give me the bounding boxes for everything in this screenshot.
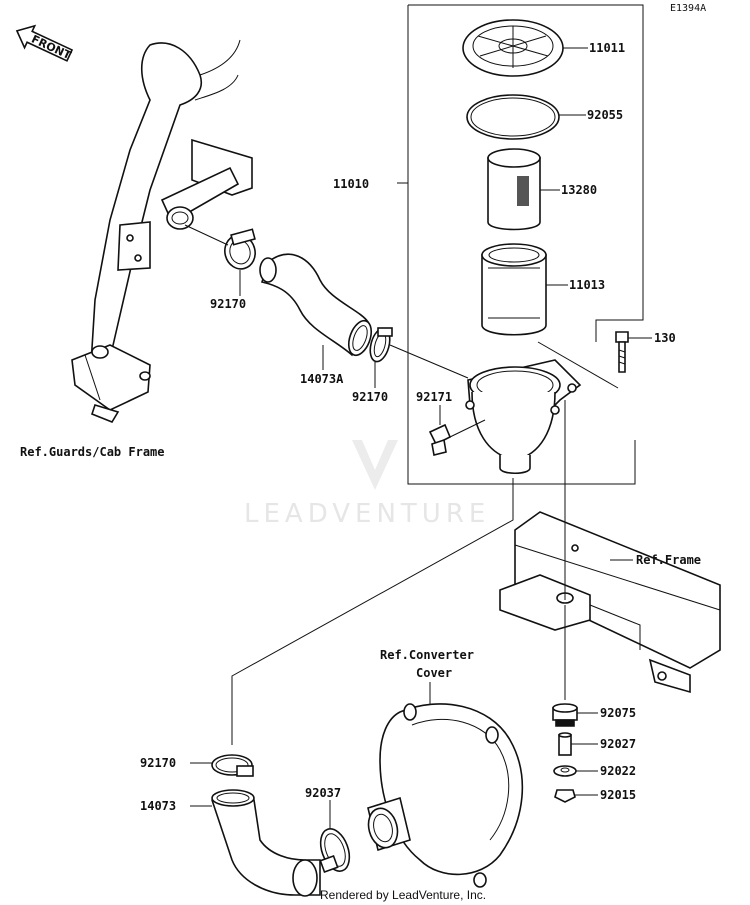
oring-92055 [466, 94, 560, 140]
clamp-92037 [319, 828, 351, 874]
label-92015: 92015 [600, 788, 636, 802]
front-label: FRONT [29, 33, 73, 63]
hose-14073A [259, 253, 373, 357]
collar-92027 [558, 732, 572, 756]
clamp-92170-mid [369, 327, 393, 363]
watermark-logo [352, 440, 398, 490]
label-13280: 13280 [561, 183, 597, 197]
ref-converter-line1: Ref.Converter [380, 648, 474, 662]
label-11010: 11010 [333, 177, 369, 191]
converter-cover-drawing [367, 703, 524, 888]
element-13280 [487, 148, 541, 231]
footer-credit: Rendered by LeadVenture, Inc. [320, 888, 486, 902]
label-14073A: 14073A [300, 372, 344, 386]
clamp-92170-upper [224, 228, 256, 270]
air-cleaner-housing [465, 341, 619, 475]
label-92170-c: 92170 [140, 756, 176, 770]
element-11013 [481, 243, 547, 336]
label-92055: 92055 [587, 108, 623, 122]
grommet-92075 [552, 703, 578, 727]
clip-92171 [428, 423, 452, 456]
diagram-code: E1394A [670, 3, 706, 14]
frame-drawing [499, 511, 721, 694]
label-130: 130 [654, 331, 676, 345]
nut-92015 [554, 789, 576, 803]
label-11013: 11013 [569, 278, 605, 292]
clamp-92170-lower [211, 754, 254, 777]
ref-guards-cab-frame: Ref.Guards/Cab Frame [20, 445, 165, 459]
front-arrow-icon: FRONT [15, 24, 73, 63]
label-92171: 92171 [416, 390, 452, 404]
label-92170-a: 92170 [210, 297, 246, 311]
watermark-text: LEADVENTURE [244, 499, 490, 529]
label-92037: 92037 [305, 786, 341, 800]
label-92027: 92027 [600, 737, 636, 751]
watermark: LEADVENTURE [244, 440, 490, 529]
label-92170-b: 92170 [352, 390, 388, 404]
label-92075: 92075 [600, 706, 636, 720]
ref-converter-line2: Cover [416, 666, 452, 680]
bolt-130 [615, 331, 629, 373]
label-92022: 92022 [600, 764, 636, 778]
cap-11011 [462, 19, 564, 77]
washer-92022 [553, 765, 577, 777]
ref-frame: Ref.Frame [636, 553, 701, 567]
label-14073: 14073 [140, 799, 176, 813]
cab-frame-drawing [71, 39, 253, 423]
label-11011: 11011 [589, 41, 625, 55]
hose-14073 [211, 789, 321, 897]
